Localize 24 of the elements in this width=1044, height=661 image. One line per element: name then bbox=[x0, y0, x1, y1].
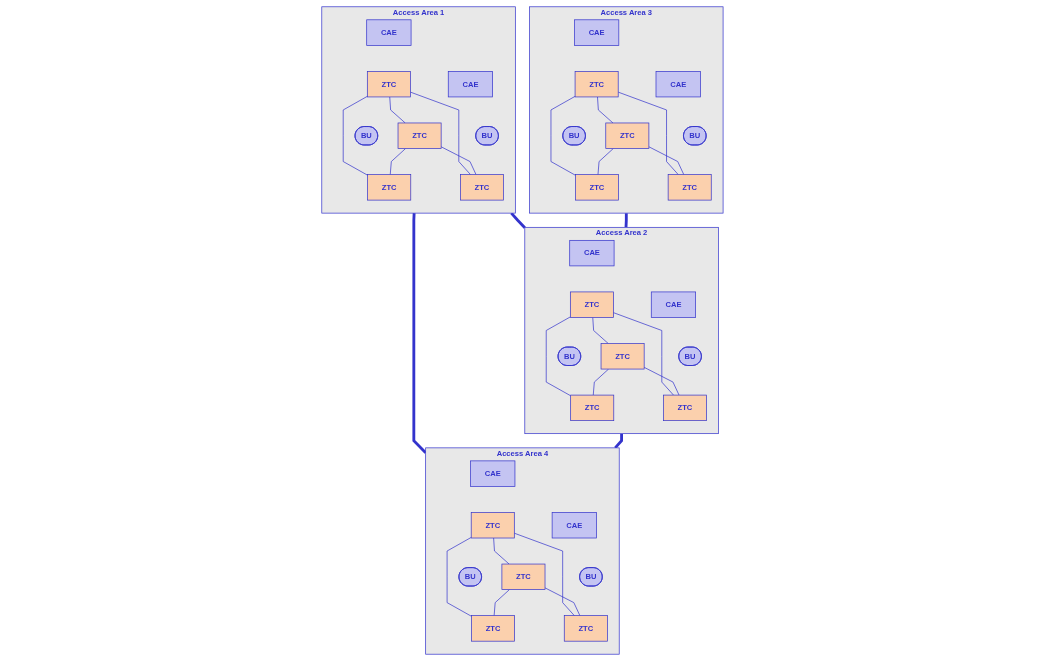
connector bbox=[596, 96, 613, 124]
connector bbox=[388, 96, 406, 124]
connector bbox=[648, 146, 684, 175]
connector bbox=[389, 148, 406, 175]
connector bbox=[613, 433, 623, 449]
connector bbox=[509, 212, 526, 229]
connector bbox=[597, 148, 614, 175]
connector bbox=[544, 587, 580, 616]
connector bbox=[624, 213, 628, 228]
connector bbox=[492, 537, 510, 565]
connector bbox=[592, 368, 609, 396]
connector bbox=[617, 91, 679, 175]
connector bbox=[591, 317, 609, 344]
connector bbox=[411, 213, 427, 454]
connector bbox=[342, 96, 368, 176]
connector bbox=[513, 532, 575, 616]
connector bbox=[643, 366, 679, 396]
connector bbox=[493, 589, 510, 616]
connector bbox=[446, 537, 472, 617]
connector bbox=[550, 96, 576, 176]
connector bbox=[409, 91, 471, 175]
connector bbox=[545, 316, 571, 397]
connector bbox=[440, 146, 476, 175]
connector bbox=[612, 312, 674, 396]
